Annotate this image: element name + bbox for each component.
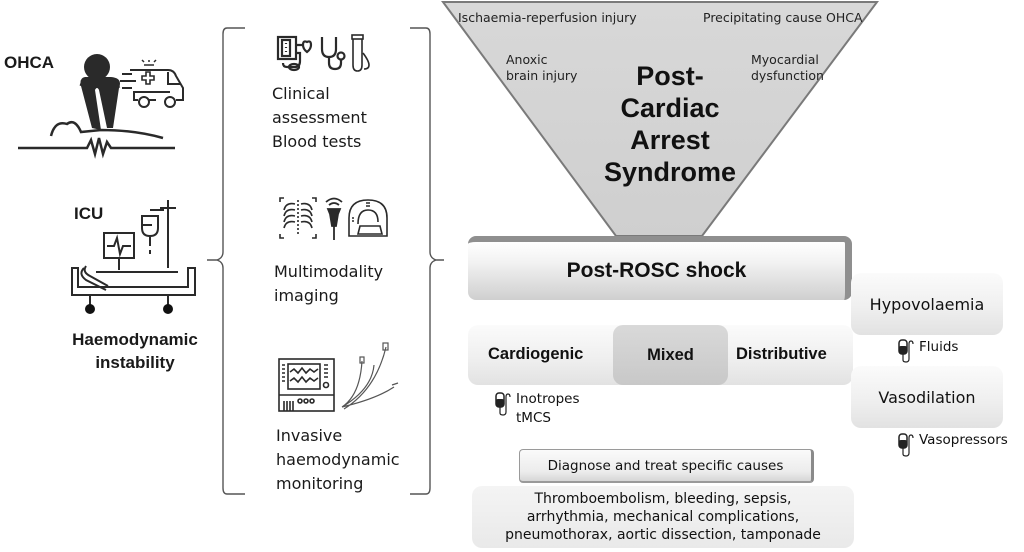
monitoring-line-3: monitoring <box>276 474 364 493</box>
pcas-title-line-1: Post- <box>636 61 704 91</box>
anoxic-line-2: brain injury <box>506 68 578 83</box>
right-brace <box>410 27 444 495</box>
iv-drip-icon <box>150 200 176 268</box>
precipitating-cause-label: Precipitating cause OHCA <box>703 10 863 25</box>
hypovolaemia-box: Hypovolaemia <box>851 273 1003 335</box>
vasodilation-label: Vasodilation <box>878 387 976 407</box>
vasodilation-box: Vasodilation <box>851 366 1003 428</box>
vasopressors-label: Vasopressors <box>919 432 1008 448</box>
myocardial-dysfunction-label: Myocardial dysfunction <box>751 52 824 84</box>
clinical-line-3: Blood tests <box>272 132 362 151</box>
mixed-label: Mixed <box>647 345 694 364</box>
causes-line-2: arrhythmia, mechanical complications, <box>526 509 800 525</box>
cardiogenic-treatment: Inotropes tMCS <box>516 390 580 428</box>
inotropes-label: Inotropes <box>516 391 580 407</box>
specific-causes-box: Thromboembolism, bleeding, sepsis, arrhy… <box>472 486 854 548</box>
left-brace <box>207 27 245 495</box>
imaging-label: Multimodality imaging <box>274 260 383 308</box>
infusion-bag-icon <box>495 392 511 416</box>
monitoring-line-2: haemodynamic <box>276 450 400 469</box>
pcas-title-line-4: Syndrome <box>603 157 737 187</box>
ischaemia-reperfusion-label: Ischaemia-reperfusion injury <box>458 10 637 25</box>
infusion-bag-icon <box>898 433 914 457</box>
imaging-icons <box>279 197 388 240</box>
instability-line-2: instability <box>95 353 175 372</box>
chest-xray-icon <box>279 197 317 239</box>
clinical-line-1: Clinical <box>272 84 330 103</box>
blood-test-tube-icon <box>351 34 370 72</box>
monitoring-icons <box>278 342 399 412</box>
monitoring-line-1: Invasive <box>276 426 343 445</box>
imaging-line-2: imaging <box>274 286 339 305</box>
instability-label: Haemodynamic instability <box>60 328 210 374</box>
blood-pressure-icon <box>276 35 313 72</box>
clinical-line-2: assessment <box>272 108 367 127</box>
haemodynamic-monitor-icon <box>278 358 335 412</box>
ultrasound-probe-icon <box>325 197 343 240</box>
monitoring-label: Invasive haemodynamic monitoring <box>276 424 400 496</box>
causes-line-3: pneumothorax, aortic dissection, tampona… <box>505 527 821 543</box>
diagnose-box: Diagnose and treat specific causes <box>519 449 814 483</box>
post-rosc-shock-title: Post-ROSC shock <box>566 259 747 282</box>
ct-scanner-icon <box>348 199 388 237</box>
ohca-label: OHCA <box>4 53 55 72</box>
distributive-label: Distributive <box>736 345 827 363</box>
clinical-icons <box>276 34 370 72</box>
instability-line-1: Haemodynamic <box>72 330 198 349</box>
post-rosc-shock-box: Post-ROSC shock <box>468 236 852 300</box>
tmcs-label: tMCS <box>516 410 551 426</box>
clinical-assessment-label: Clinical assessment Blood tests <box>272 82 367 154</box>
pcas-title: Post- Cardiac Arrest Syndrome <box>580 60 760 188</box>
anoxic-line-1: Anoxic <box>506 52 548 67</box>
fluids-label: Fluids <box>919 339 959 355</box>
myocardial-line-2: dysfunction <box>751 68 824 83</box>
imaging-line-1: Multimodality <box>274 262 384 281</box>
hypovolaemia-label: Hypovolaemia <box>869 294 985 314</box>
pcas-title-line-3: Arrest <box>630 125 710 155</box>
icu-label: ICU <box>74 204 104 223</box>
cardiogenic-label: Cardiogenic <box>488 345 584 363</box>
ambulance-icon <box>120 59 184 108</box>
infusion-bag-icon <box>898 339 914 363</box>
catheter-icon <box>341 342 399 410</box>
pcas-title-line-2: Cardiac <box>620 93 720 123</box>
icu-bed-icon <box>71 200 196 314</box>
mixed-box: Mixed <box>613 325 728 385</box>
anoxic-brain-injury-label: Anoxic brain injury <box>506 52 577 84</box>
diagnose-label: Diagnose and treat specific causes <box>547 457 784 474</box>
causes-line-1: Thromboembolism, bleeding, sepsis, <box>534 491 792 507</box>
myocardial-line-1: Myocardial <box>751 52 819 67</box>
stethoscope-icon <box>320 37 346 71</box>
cpr-person-icon <box>18 54 175 159</box>
